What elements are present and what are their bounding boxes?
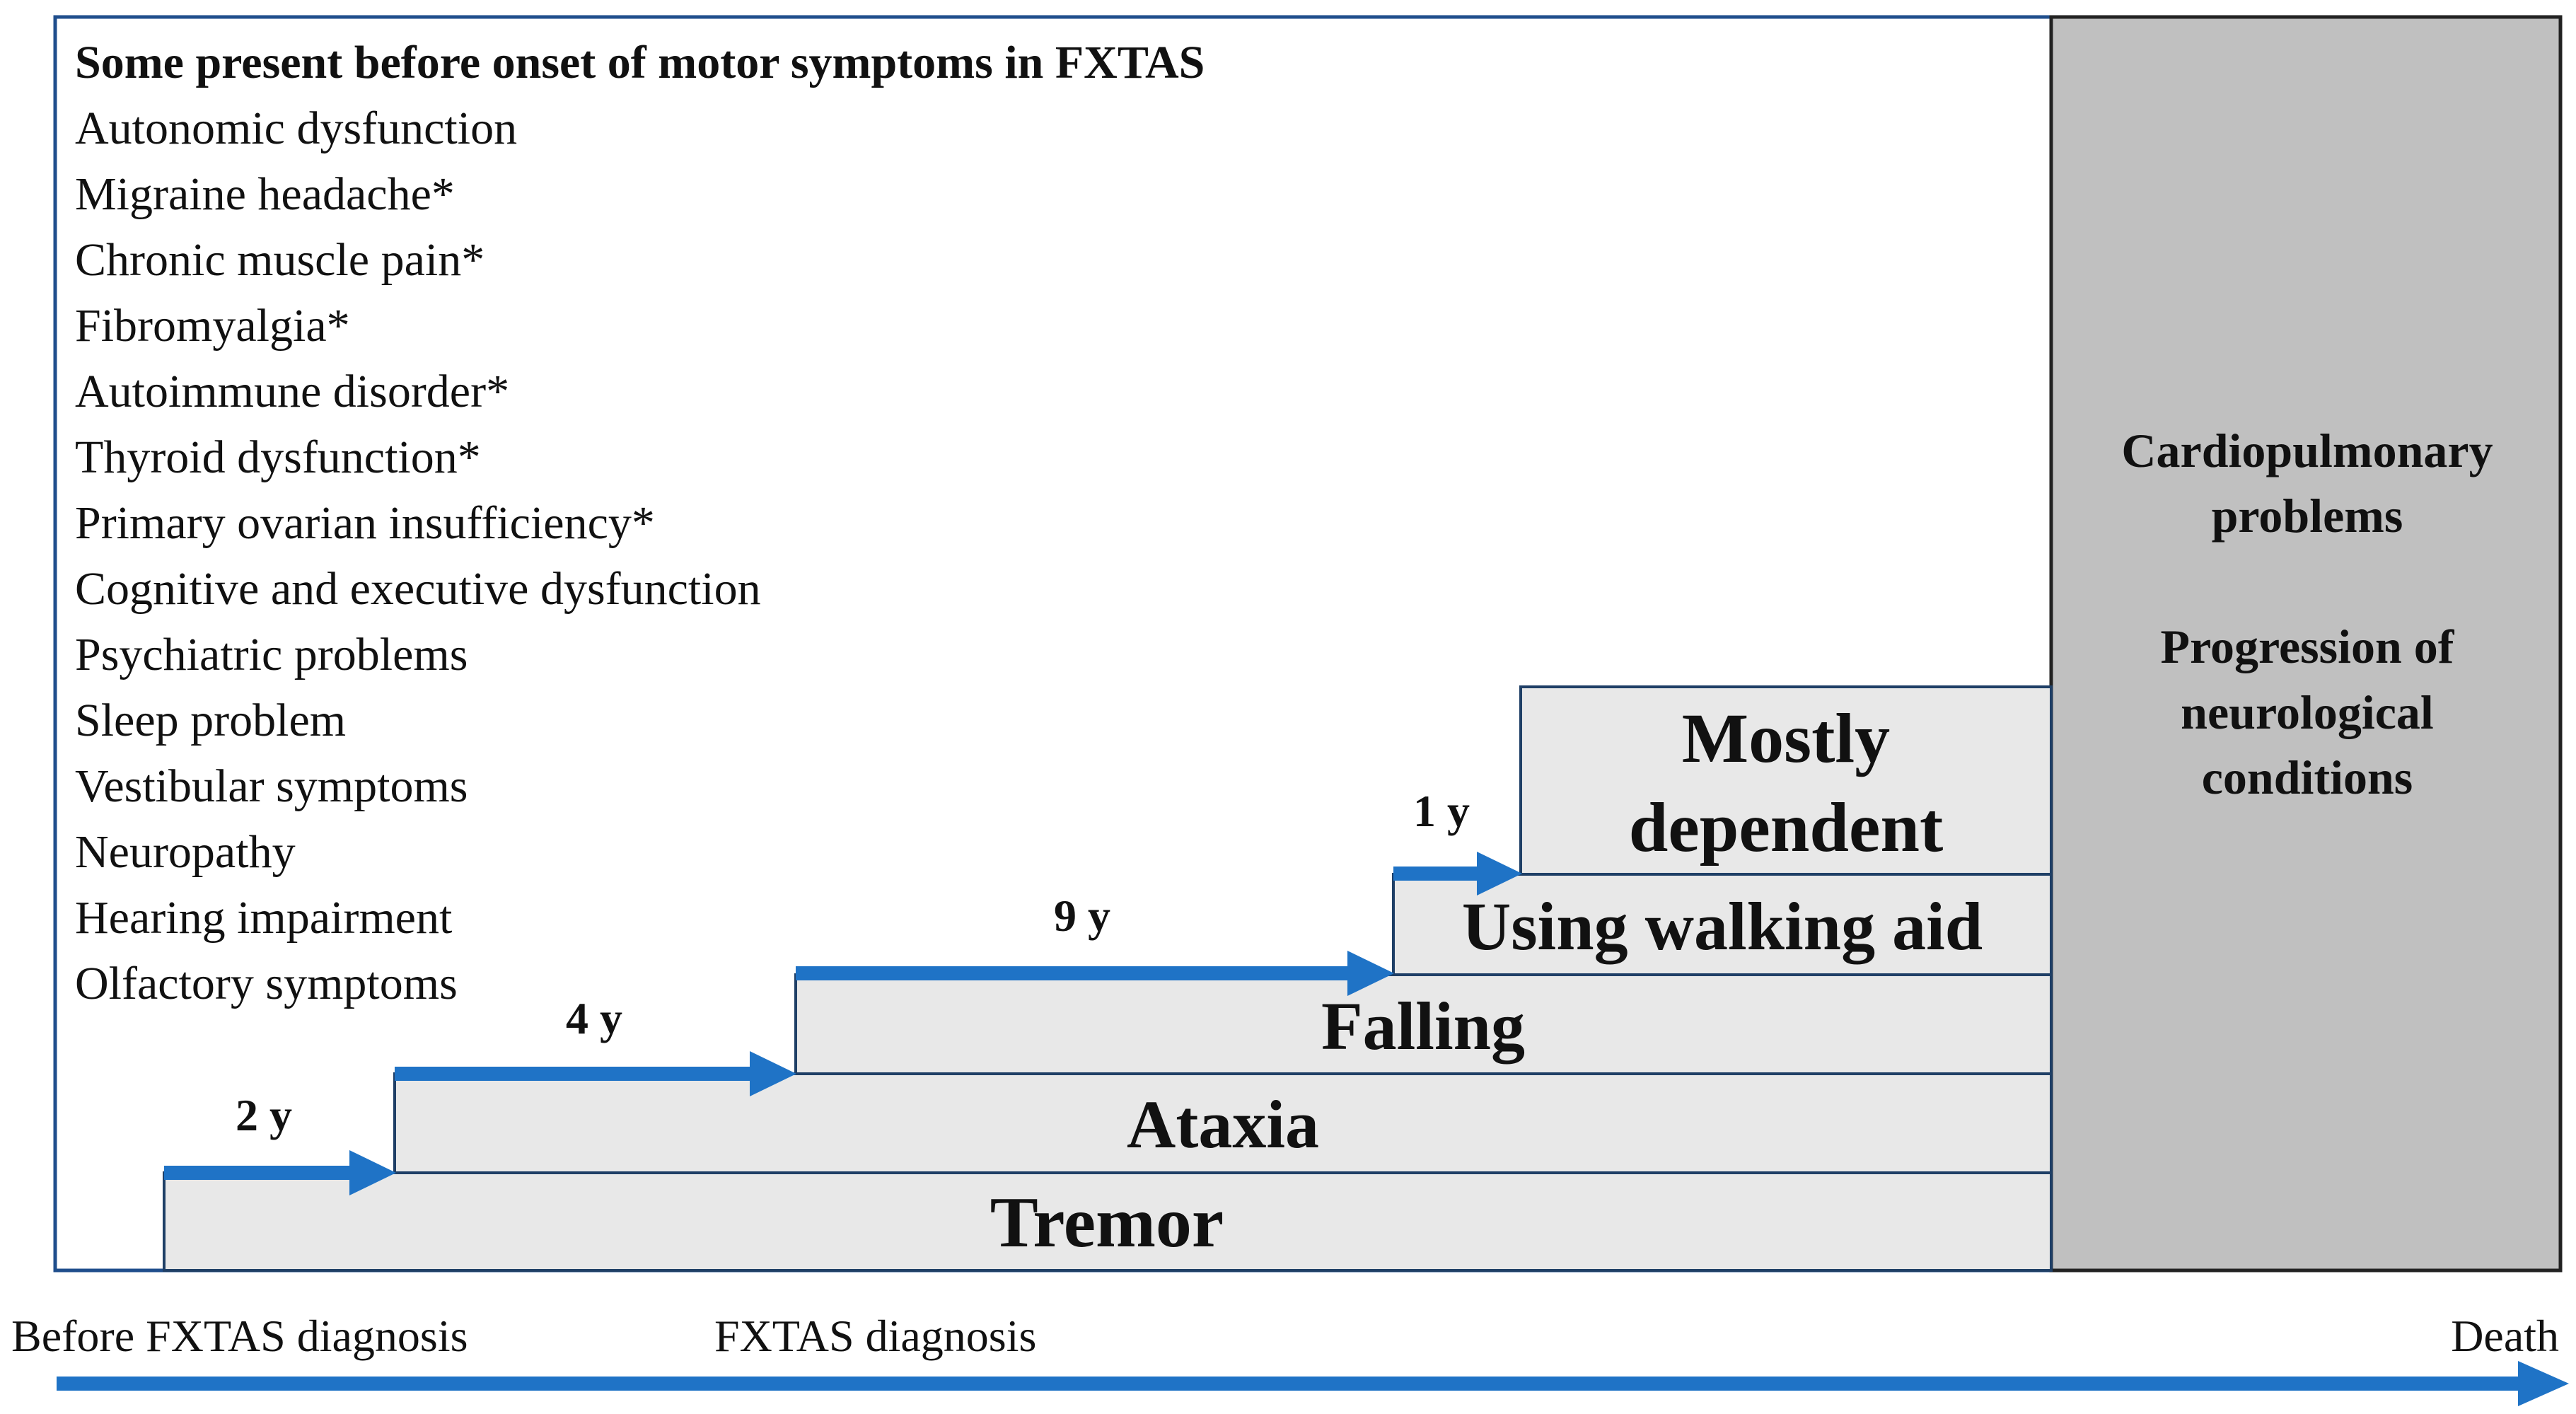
list-item: Autonomic dysfunction — [75, 103, 517, 154]
end-stage-line: problems — [2212, 489, 2403, 543]
list-item: Vestibular symptoms — [75, 760, 468, 812]
stage-box-mostly-dependent — [1519, 685, 2053, 876]
list-item: Sleep problem — [75, 695, 346, 746]
list-item: Thyroid dysfunction* — [75, 431, 481, 483]
timeline-death-label: Death — [2451, 1311, 2559, 1361]
stage-box-falling — [794, 973, 2053, 1075]
list-item: Neuropathy — [75, 826, 296, 878]
prodromal-symptom-list: Autonomic dysfunction Migraine headache*… — [75, 103, 761, 1009]
list-item: Primary ovarian insufficiency* — [75, 497, 655, 549]
timeline-arrow — [57, 1361, 2569, 1406]
stage-label-walking-aid: Using walking aid — [1462, 888, 1983, 964]
list-item: Hearing impairment — [75, 892, 452, 944]
interval-label-1: 2 y — [236, 1090, 292, 1140]
end-stage-line: neurological — [2181, 685, 2434, 739]
stage-label-ataxia: Ataxia — [1127, 1086, 1319, 1162]
stage-label-dependent: dependent — [1629, 788, 1944, 867]
interval-arrow-2 — [395, 1051, 796, 1096]
stage-label-falling: Falling — [1321, 988, 1525, 1064]
list-item: Cognitive and executive dysfunction — [75, 563, 761, 615]
stage-label-tremor: Tremor — [990, 1183, 1224, 1263]
end-stage-line: Cardiopulmonary — [2121, 424, 2493, 477]
prodromal-header: Some present before onset of motor sympt… — [75, 37, 1205, 88]
interval-arrow-4 — [1393, 852, 1522, 896]
timeline-start-label: Before FXTAS diagnosis — [11, 1311, 468, 1361]
interval-arrow-1 — [164, 1150, 396, 1195]
interval-arrow-3 — [796, 951, 1394, 996]
end-stage-line: Progression of — [2161, 620, 2455, 673]
interval-label-4: 1 y — [1413, 786, 1470, 836]
list-item: Migraine headache* — [75, 168, 455, 220]
list-item: Chronic muscle pain* — [75, 234, 485, 286]
list-item: Fibromyalgia* — [75, 300, 350, 352]
stage-label-mostly: Mostly — [1682, 699, 1890, 777]
interval-label-3: 9 y — [1054, 891, 1110, 941]
stage-box-ataxia — [393, 1072, 2053, 1174]
interval-label-2: 4 y — [566, 993, 622, 1043]
list-item: Autoimmune disorder* — [75, 366, 509, 417]
list-item: Psychiatric problems — [75, 629, 468, 680]
end-stage-panel — [2049, 15, 2563, 1273]
timeline-diagnosis-label: FXTAS diagnosis — [714, 1311, 1036, 1361]
list-item: Olfactory symptoms — [75, 958, 458, 1009]
end-stage-line: conditions — [2202, 751, 2413, 804]
end-stage-text: Cardiopulmonary problems Progression of … — [2121, 424, 2493, 804]
stage-box-walking-aid — [1392, 873, 2053, 976]
